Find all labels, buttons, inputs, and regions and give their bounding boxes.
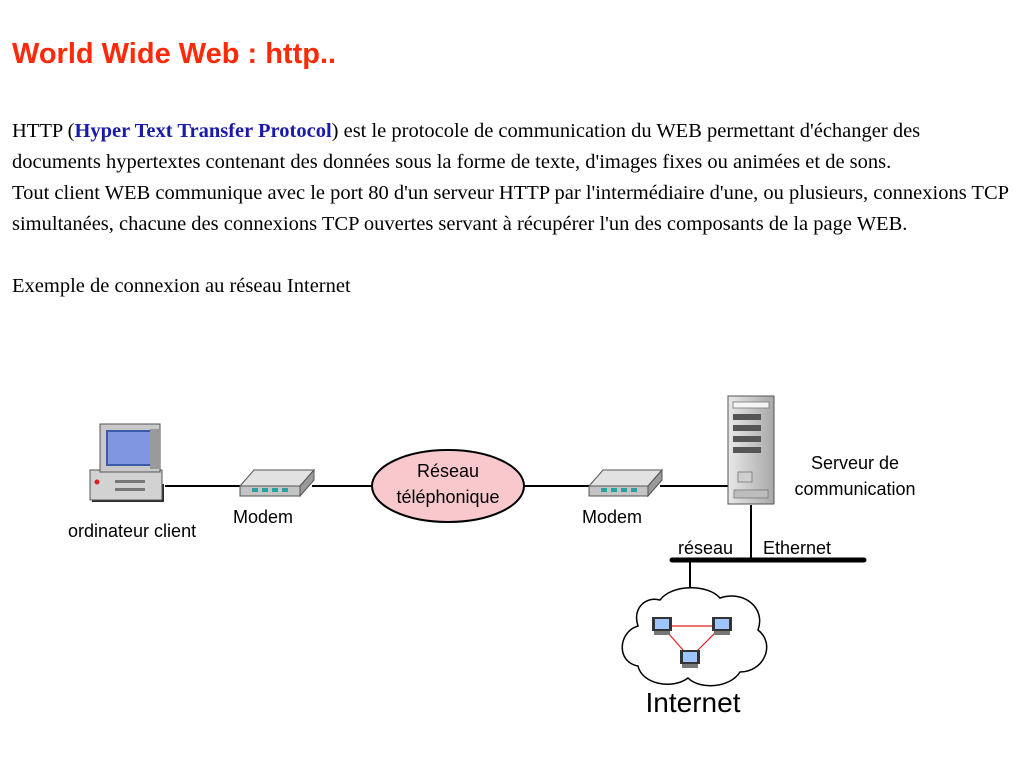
router-icon — [652, 617, 672, 635]
paragraph-client: Tout client WEB communique avec le port … — [12, 182, 1009, 235]
modem-right-label: Modem — [582, 507, 642, 527]
paragraph-http-suffix: ) est le protocole de communication du W… — [12, 120, 921, 173]
paragraph-http-prefix: HTTP ( — [12, 120, 75, 142]
router-icon — [680, 650, 700, 668]
internet-label: Internet — [646, 687, 741, 718]
server-tower-icon — [727, 395, 775, 505]
server-label-line2: communication — [794, 479, 915, 499]
client-label: ordinateur client — [68, 521, 196, 541]
internet-cloud-icon — [621, 587, 768, 687]
client-computer-icon — [89, 423, 164, 502]
ethernet-label-right: Ethernet — [763, 538, 831, 558]
example-heading: Exemple de connexion au réseau Internet — [12, 275, 351, 297]
modem-left-label: Modem — [233, 507, 293, 527]
modem-right-icon — [587, 468, 664, 498]
phone-network-node: Réseau téléphonique — [371, 449, 525, 523]
paragraph-http: HTTP (Hyper Text Transfer Protocol) est … — [12, 116, 1012, 178]
phone-network-label-line1: Réseau — [417, 461, 479, 481]
ethernet-label-left: réseau — [678, 538, 733, 558]
page-title: World Wide Web : http.. — [12, 38, 337, 70]
connection-lines — [165, 485, 867, 592]
server-label-line1: Serveur de — [811, 453, 899, 473]
body-text: HTTP (Hyper Text Transfer Protocol) est … — [12, 116, 1012, 302]
router-icon — [712, 617, 732, 635]
http-acronym-expansion: Hyper Text Transfer Protocol — [74, 120, 332, 142]
modem-left-icon — [238, 468, 316, 498]
phone-network-label-line2: téléphonique — [396, 487, 499, 507]
